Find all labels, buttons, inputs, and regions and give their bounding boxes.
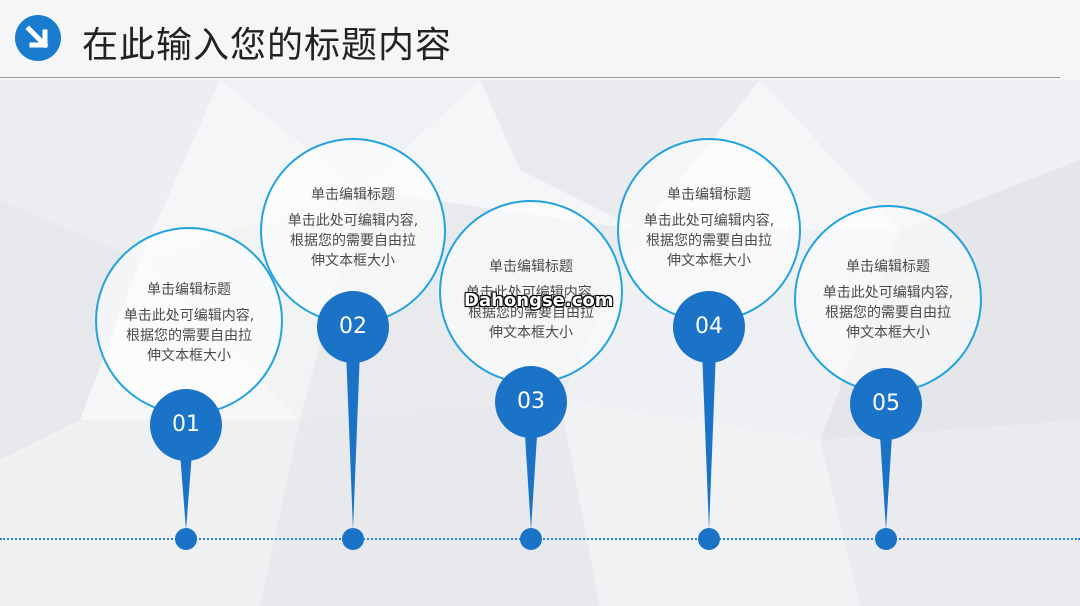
step-title: 单击编辑标题	[489, 259, 573, 275]
step-number-badge: 01	[150, 389, 222, 461]
timeline-dot	[175, 528, 197, 550]
step-body-line: 单击此处可编辑内容,	[643, 213, 775, 229]
step-title: 单击编辑标题	[667, 187, 751, 203]
step-body-line: 根据您的需要自由拉	[468, 305, 594, 321]
arrow-down-right-icon	[15, 15, 61, 61]
step-pin	[524, 420, 538, 530]
step-title: 单击编辑标题	[311, 187, 395, 203]
step-body-line: 单击此处可编辑内容,	[123, 308, 255, 324]
timeline-dot	[342, 528, 364, 550]
step-body-line: 单击此处可编辑内容,	[822, 285, 954, 301]
step-body-line: 单击此处可编辑内容,	[465, 285, 597, 301]
step-body-line: 根据您的需要自由拉	[126, 328, 252, 344]
step-text[interactable]: 单击编辑标题 单击此处可编辑内容, 根据您的需要自由拉 伸文本框大小	[439, 257, 623, 343]
step-number-badge: 04	[673, 291, 745, 363]
step-number-badge: 03	[495, 366, 567, 438]
step-pin	[879, 420, 893, 530]
step-text[interactable]: 单击编辑标题 单击此处可编辑内容, 根据您的需要自由拉 伸文本框大小	[617, 185, 801, 271]
step-text[interactable]: 单击编辑标题 单击此处可编辑内容, 根据您的需要自由拉 伸文本框大小	[794, 257, 982, 343]
step-body-line: 伸文本框大小	[311, 253, 395, 269]
page-title: 在此输入您的标题内容	[82, 25, 453, 66]
step-text[interactable]: 单击编辑标题 单击此处可编辑内容, 根据您的需要自由拉 伸文本框大小	[95, 280, 283, 366]
step-body-line: 根据您的需要自由拉	[825, 305, 951, 321]
timeline-dot	[698, 528, 720, 550]
step-number-badge: 02	[317, 291, 389, 363]
step-text[interactable]: 单击编辑标题 单击此处可编辑内容, 根据您的需要自由拉 伸文本框大小	[260, 185, 446, 271]
step-body-line: 单击此处可编辑内容,	[287, 213, 419, 229]
step-ring	[95, 227, 283, 415]
step-body-line: 伸文本框大小	[667, 253, 751, 269]
header-divider	[0, 77, 1060, 78]
step-body-line: 根据您的需要自由拉	[290, 233, 416, 249]
step-pin	[179, 440, 193, 530]
step-body-line: 伸文本框大小	[147, 348, 231, 364]
step-pin	[702, 350, 716, 530]
step-pin	[346, 350, 360, 530]
step-body-line: 根据您的需要自由拉	[646, 233, 772, 249]
step-ring	[794, 205, 982, 393]
step-body-line: 伸文本框大小	[489, 325, 573, 341]
step-title: 单击编辑标题	[846, 259, 930, 275]
step-number-badge: 05	[850, 368, 922, 440]
step-body-line: 伸文本框大小	[846, 325, 930, 341]
watermark: Dahongse.com	[464, 290, 614, 311]
step-ring	[439, 200, 623, 384]
step-title: 单击编辑标题	[147, 282, 231, 298]
timeline-dot	[520, 528, 542, 550]
timeline-dot	[875, 528, 897, 550]
